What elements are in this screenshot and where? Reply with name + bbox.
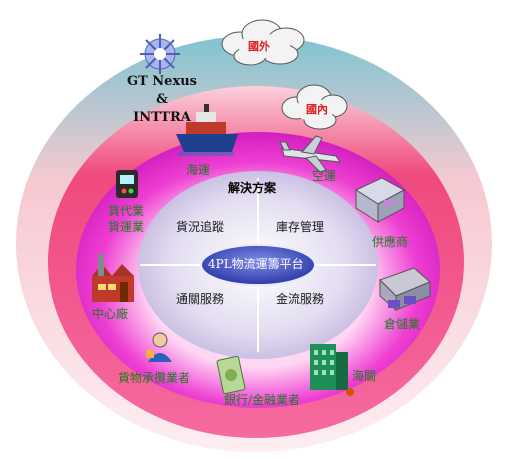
- node-supplier-label: 供應商: [372, 235, 409, 249]
- cloud-overseas-label: 國外: [248, 40, 270, 53]
- platform-center-label: 4PL物流運籌平台: [208, 257, 304, 271]
- partner-name-line2: &: [156, 92, 168, 107]
- warehouse-icon: [379, 267, 431, 312]
- forwarder-device-icon: [116, 170, 138, 198]
- money-icon: [216, 355, 246, 395]
- shipper-person-icon: [146, 332, 172, 362]
- quadrant-finance: 金流服務: [276, 292, 325, 306]
- ship-icon: [176, 104, 238, 156]
- node-sea-label: 海運: [186, 163, 211, 177]
- quadrant-tracking: 貨況追蹤: [176, 220, 225, 234]
- partner-name-line3: INTTRA: [133, 110, 191, 125]
- node-bank-label: 銀行/金融業者: [224, 393, 301, 407]
- cloud-domestic-label: 國內: [306, 103, 328, 116]
- customs-building-icon: [310, 344, 354, 396]
- node-customs-label: 海關: [352, 369, 377, 383]
- quadrant-inventory: 庫存管理: [276, 220, 325, 234]
- node-center-factory-label: 中心廠: [92, 307, 129, 321]
- quadrant-customs: 通關服務: [176, 292, 225, 306]
- airplane-icon: [279, 135, 342, 173]
- node-air-label: 空運: [312, 169, 337, 183]
- cloud-overseas-icon: [221, 19, 305, 66]
- center-oval: [200, 244, 316, 286]
- solution-title: 解決方案: [228, 181, 277, 195]
- cloud-domestic-icon: [281, 84, 348, 130]
- network-globe-icon: [140, 34, 180, 74]
- factory-icon: [92, 254, 134, 302]
- supplier-machine-icon: [354, 177, 406, 223]
- node-shipper-label: 貨物承攬業者: [118, 371, 191, 385]
- node-forwarder-label-1: 貨代業: [108, 204, 145, 218]
- node-forwarder-label-2: 貨運業: [108, 220, 145, 234]
- node-warehouse-label: 倉儲業: [384, 317, 421, 331]
- partner-name-line1: GT Nexus: [127, 74, 197, 89]
